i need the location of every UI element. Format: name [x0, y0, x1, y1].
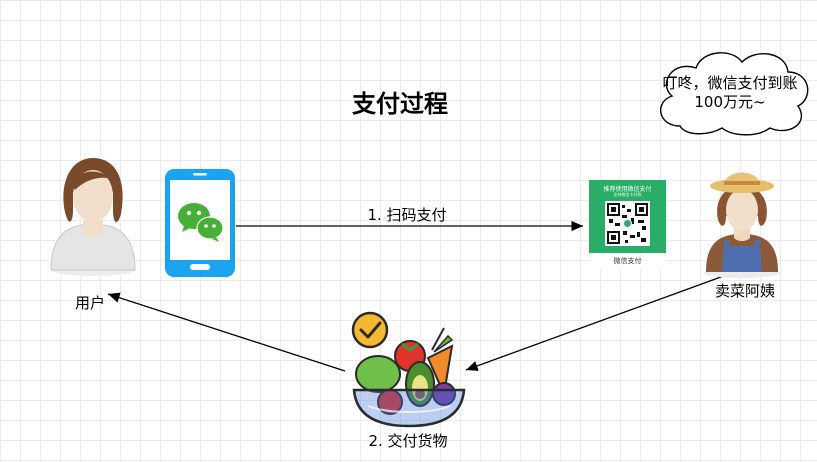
- notification-cloud-icon: [659, 52, 809, 136]
- notification-line-2: 100万元~: [694, 93, 766, 111]
- deliver-goods-arrow: [465, 269, 741, 371]
- user-avatar-icon: [50, 158, 136, 276]
- step-scan-pay-label: 1. 扫码支付: [367, 206, 447, 224]
- diagram-title: 支付过程: [352, 90, 448, 118]
- notification-line-1: 叮咚，微信支付到账: [662, 74, 798, 92]
- wechat-pay-qr-card: 推荐使用微信支付 支持微信卡付款 微信支付: [589, 180, 666, 269]
- wechat-phone-icon: [165, 169, 235, 277]
- vegetable-basket-icon: [351, 311, 466, 428]
- vendor-label: 卖菜阿姨: [714, 282, 775, 300]
- step-deliver-goods-label: 2. 交付货物: [368, 432, 448, 450]
- qr-card-subheader: 支持微信卡付款: [613, 192, 642, 197]
- qr-card-footer: 微信支付: [613, 257, 642, 265]
- return-arrow-to-user: [107, 292, 346, 372]
- qr-code-icon: [605, 201, 650, 246]
- vendor-farmer-icon: [704, 172, 780, 278]
- notification-text: 叮咚，微信支付到账 100万元~: [646, 74, 814, 112]
- user-label: 用户: [74, 294, 105, 312]
- qr-card-header: 推荐使用微信支付: [603, 186, 652, 193]
